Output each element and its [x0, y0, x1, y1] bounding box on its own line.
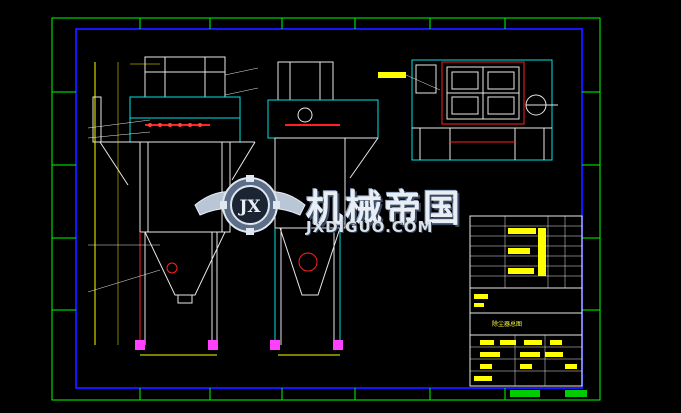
sheet-border — [51, 17, 601, 401]
plan-view — [378, 59, 558, 161]
watermark-url: JXDIGUO.COM — [306, 218, 434, 236]
watermark-emblem: JX — [194, 175, 306, 235]
watermark-name: 机械帝国 — [306, 187, 462, 230]
drawing-frame — [75, 28, 583, 389]
logo-letters: JX — [237, 197, 261, 217]
zone-markers — [52, 18, 600, 400]
side-elevation-view — [267, 61, 379, 356]
drawing-title: 除尘器总图 — [492, 321, 523, 328]
title-block — [469, 215, 587, 397]
